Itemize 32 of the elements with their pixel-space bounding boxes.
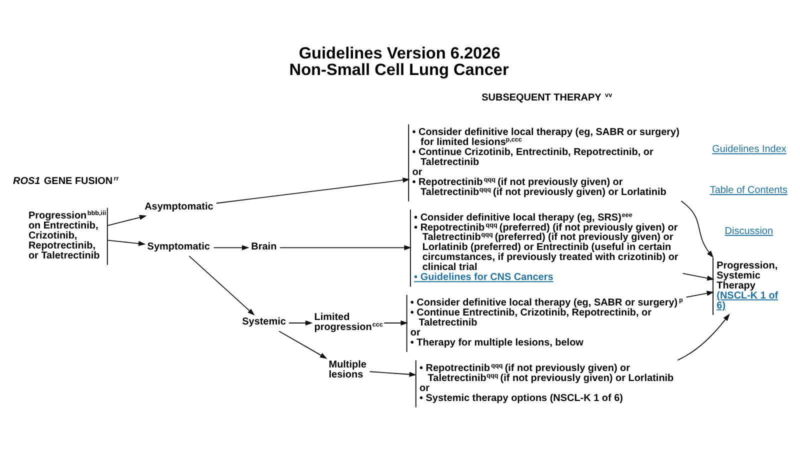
label: Guidelines Index xyxy=(712,144,786,156)
label: ROS1 GENE FUSION$^{rr}$ xyxy=(13,175,119,187)
node-text: Progression, Systemic Therapy (NSCL-K 1 of 6) xyxy=(716,260,778,312)
arrow xyxy=(106,240,146,246)
arrow xyxy=(278,330,328,359)
arrow xyxy=(369,371,417,377)
arrow xyxy=(279,245,412,250)
label: SUBSEQUENT THERAPY$^{vv}$ xyxy=(482,92,612,104)
arrow xyxy=(384,320,408,326)
arrow xyxy=(106,214,147,226)
arrow xyxy=(213,245,250,250)
arrow xyxy=(686,290,714,298)
node-text: Systemic xyxy=(242,316,286,328)
arrow xyxy=(288,320,313,326)
label: Discussion xyxy=(724,226,774,237)
node-text: • Consider definitive local therapy (eg, SABR or surgery) for limited lesions$^{p,ccc}$ • Continue Crizotinib, Entrectinib, Repotrectinib, or Taletrectinib or • Repotrectinib$^{qqq}$ (if not previously given) or Taletrectinib$^{qqq}$ (if not previously given) or Lorlatinib xyxy=(412,126,680,198)
arrow xyxy=(682,273,714,281)
node-text: Progression$^{bbb,iii}$ on Entrectinib, Crizotinib, Repotrectinib, or Taletrectinib xyxy=(28,210,106,262)
node-text: • Repotrectinib$^{qqq}$ (if not previously given) or Taletrectinib$^{qqq}$ (if not previously given) or Lorlatinib or • Systemic therapy options (NSCL-K 1 of 6) xyxy=(420,362,674,404)
arrow xyxy=(188,256,255,316)
label: Table of Contents xyxy=(710,185,788,196)
node-text: Symptomatic xyxy=(147,241,210,252)
arrow xyxy=(677,314,730,361)
node-text: • Consider definitive local therapy (eg, SABR or surgery)$^{p}$ • Continue Entrectinib, Crizotinib, Repotrectinib, or Taletrectinib or • Therapy for multiple lesions, below xyxy=(410,297,683,348)
node-text: Asymptomatic xyxy=(144,201,214,212)
arrow xyxy=(216,178,410,204)
arrow xyxy=(680,200,714,258)
diagram-title: Guidelines Version 6.2026 Non-Small Cell Lung Cancer xyxy=(289,44,509,79)
node-text: Brain xyxy=(251,241,277,252)
node-text: Multiple lesions xyxy=(328,359,366,380)
node-text: • Consider definitive local therapy (eg, SRS)$^{eee}$ • Repotrectinib$^{qqq}$ (preferred) (if not previously given) or Taletrectinib$^{qqq}$ (preferred) (if not previously given) or Lorlatinib (preferred) or Entrectinib (useful in certain circumstances, if previously treated with crizotinib) or clinical trial • Guidelines for CNS Cancers xyxy=(414,212,678,284)
node-text: Limited progression$^{ccc}$ xyxy=(314,312,383,334)
